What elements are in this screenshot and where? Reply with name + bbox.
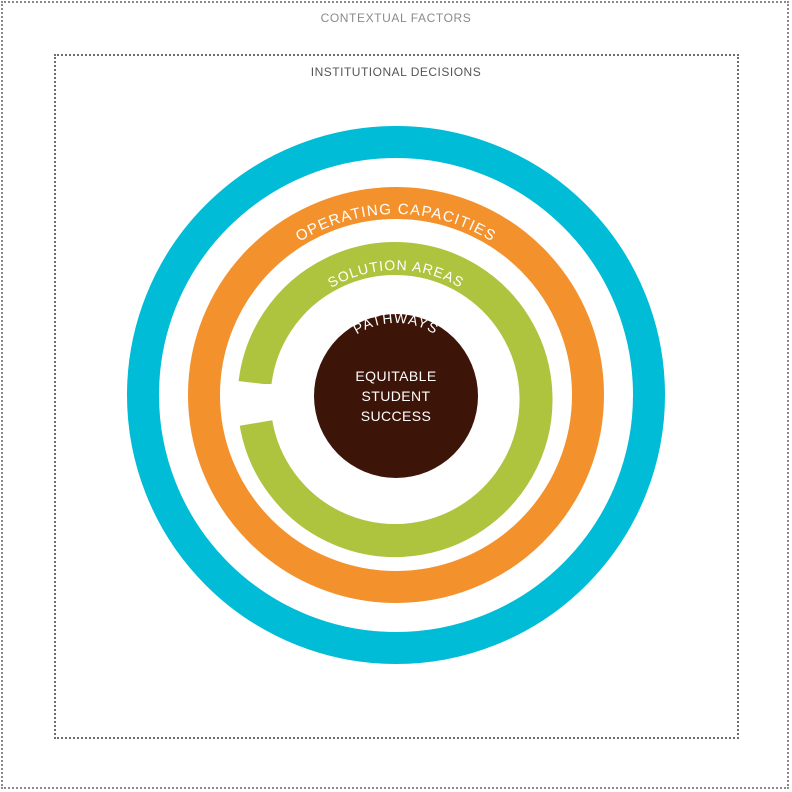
institutional-decisions-frame — [54, 54, 739, 739]
contextual-factors-label: CONTEXTUAL FACTORS — [320, 11, 472, 25]
operating-capacities-ring — [127, 126, 665, 664]
pathways-ring — [238, 242, 553, 558]
center-line: SUCCESS — [360, 408, 432, 424]
institutional-decisions-label: INSTITUTIONAL DECISIONS — [310, 65, 482, 79]
center-line: EQUITABLE — [355, 368, 437, 384]
equitable-student-success-label: EQUITABLE STUDENT SUCCESS — [318, 366, 474, 426]
center-circle — [314, 314, 478, 478]
center-line: STUDENT — [361, 388, 431, 404]
solution-areas-ring — [188, 187, 604, 603]
pathways-notch — [238, 384, 300, 412]
